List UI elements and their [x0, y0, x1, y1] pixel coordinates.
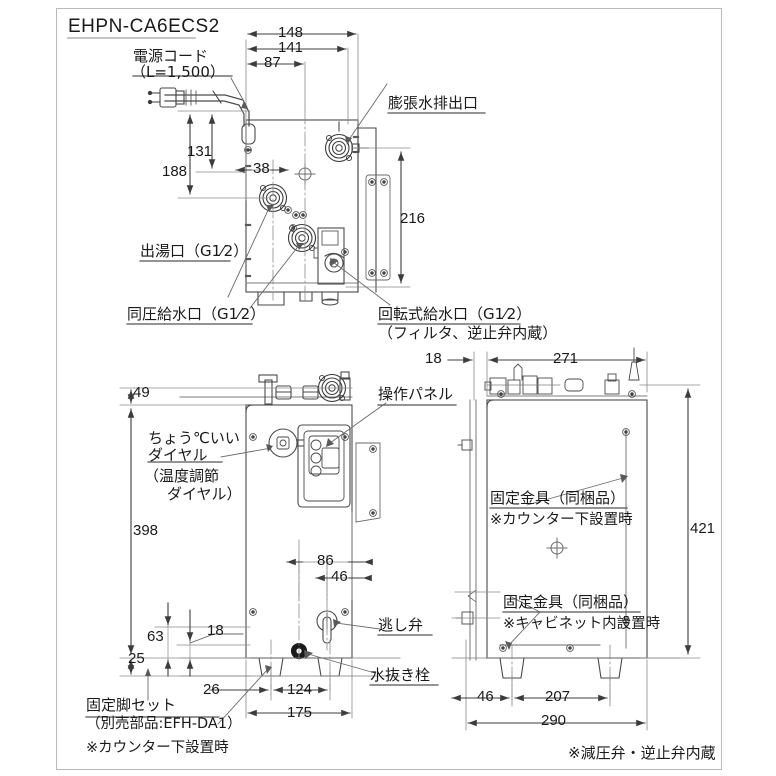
dim-124: 124: [287, 681, 313, 698]
dim-38: 38: [253, 160, 270, 177]
callout-temp-dial-line1: ちょう℃いい: [148, 429, 240, 447]
callout-fixed-leg-line2: （別売部品:EFH-DA1）: [86, 716, 242, 732]
callout-bracket-in-cabinet-line2: ※キャビネット内設置時: [503, 616, 661, 632]
dim-25: 25: [128, 650, 145, 667]
callout-control-panel: 操作パネル: [378, 385, 454, 403]
callout-bracket-under-counter-line2: ※カウンター下設置時: [490, 512, 633, 528]
dim-290: 290: [541, 712, 567, 729]
dim-207: 207: [545, 688, 571, 705]
dim-421: 421: [690, 520, 716, 537]
dim-49: 49: [133, 384, 150, 401]
callout-relief-valve: 逃し弁: [378, 616, 424, 634]
dim-271: 271: [553, 350, 579, 367]
dim-26: 26: [203, 681, 220, 698]
dim-86: 86: [317, 552, 334, 569]
dim-216: 216: [400, 210, 426, 227]
dim-175: 175: [287, 704, 313, 721]
callout-drain-plug: 水抜き栓: [370, 666, 431, 684]
drawing-frame: [56, 8, 722, 770]
dim-46-front: 46: [331, 568, 348, 585]
dim-87: 87: [264, 54, 281, 71]
callout-bracket-under-counter-line1: 固定金具（同梱品）: [490, 489, 626, 507]
callout-expansion-water-outlet: 膨張水排出口: [388, 94, 479, 112]
dim-188: 188: [162, 163, 188, 180]
callout-temp-dial-line2: ダイヤル: [148, 446, 208, 464]
callout-equal-pressure-inlet: 同圧給水口（G1⁄2）: [127, 305, 266, 323]
dim-398: 398: [133, 522, 159, 539]
dim-18-front: 18: [207, 622, 224, 639]
callout-power-cord-line2: （L=1,500）: [131, 63, 225, 81]
footer-note: ※減圧弁・逆止弁内蔵: [568, 744, 716, 762]
callout-hot-water-outlet: 出湯口（G1⁄2）: [140, 242, 249, 260]
dim-131: 131: [187, 143, 213, 160]
dim-141: 141: [278, 39, 304, 56]
callout-temp-dial-line3: （温度調節: [144, 467, 220, 485]
callout-rotary-inlet-line1: 回転式給水口（G1⁄2）: [378, 305, 532, 323]
dim-63: 63: [147, 628, 164, 645]
callout-power-cord-line1: 電源コード: [133, 47, 209, 65]
callout-temp-dial-line4: ダイヤル）: [167, 485, 242, 503]
dim-46-side: 46: [477, 688, 494, 705]
callout-fixed-leg-line1: 固定脚セット: [86, 696, 177, 714]
page-title: EHPN-CA6ECS2: [68, 16, 220, 37]
dim-18-side: 18: [425, 350, 442, 367]
callout-bracket-in-cabinet-line1: 固定金具（同梱品）: [503, 593, 639, 611]
callout-fixed-leg-line3: ※カウンター下設置時: [86, 740, 229, 756]
dim-148: 148: [278, 24, 304, 41]
callout-rotary-inlet-line2: （フィルタ、逆止弁内蔵）: [378, 324, 558, 342]
